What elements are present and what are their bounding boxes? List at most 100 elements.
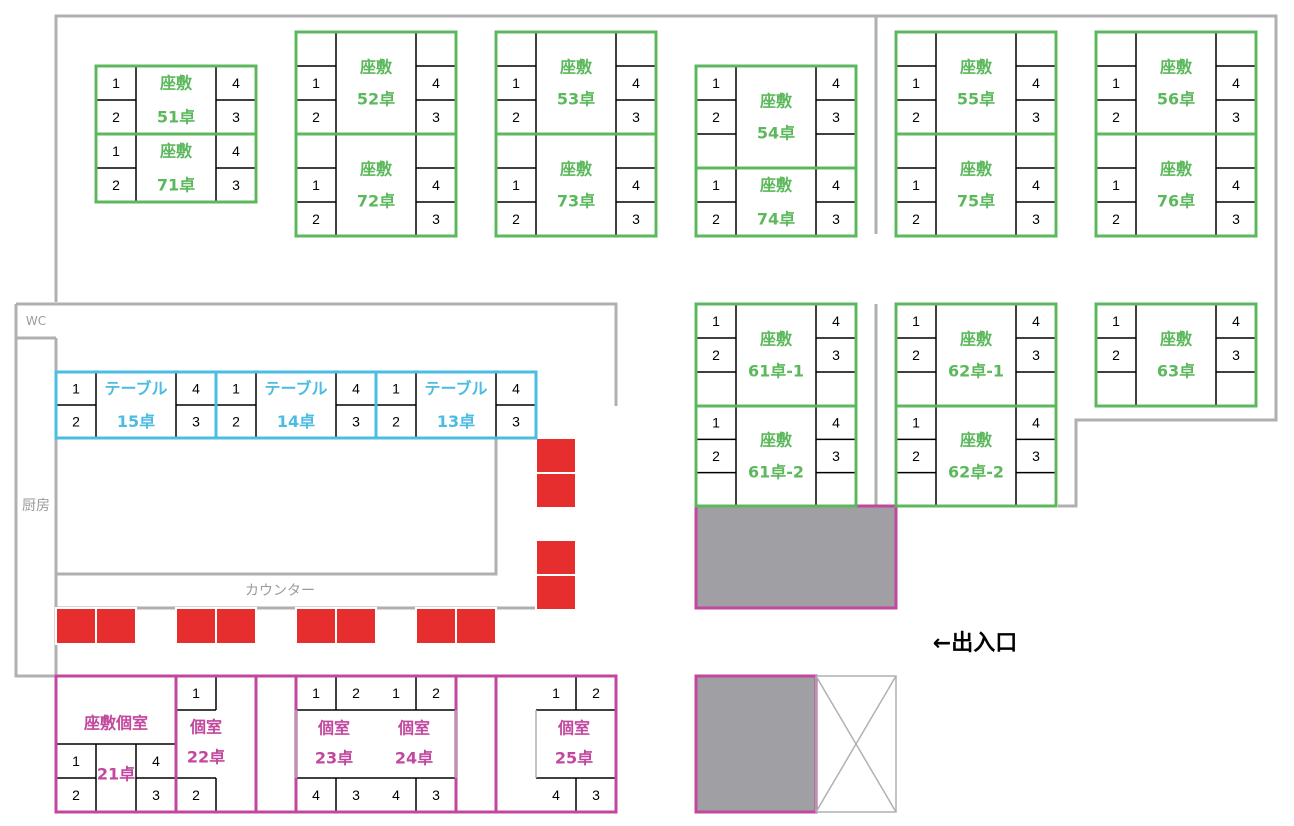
seat-number[interactable]: 1 [72, 381, 80, 397]
seat-number[interactable]: 1 [712, 313, 720, 329]
seat-number[interactable]: 2 [912, 448, 920, 464]
seat-number[interactable]: 4 [1032, 313, 1040, 329]
seat-number[interactable]: 3 [632, 211, 640, 227]
seat-number[interactable]: 2 [112, 177, 120, 193]
seat-number[interactable]: 4 [1032, 75, 1040, 91]
seat-number[interactable]: 3 [832, 211, 840, 227]
seat-number[interactable]: 1 [912, 313, 920, 329]
seat-number[interactable]: 3 [232, 109, 240, 125]
counter-seat[interactable] [415, 607, 457, 645]
seat-number[interactable]: 4 [832, 75, 840, 91]
seat-number[interactable]: 4 [232, 143, 240, 159]
seat-number[interactable]: 2 [1112, 211, 1120, 227]
seat-number[interactable]: 3 [832, 347, 840, 363]
counter-seat[interactable] [535, 539, 577, 576]
seat-number[interactable]: 3 [1032, 109, 1040, 125]
seat-number[interactable]: 3 [592, 787, 600, 803]
seat-number[interactable]: 4 [312, 787, 320, 803]
seat-number[interactable]: 2 [1112, 347, 1120, 363]
seat-number[interactable]: 2 [712, 448, 720, 464]
seat-number[interactable]: 1 [392, 685, 400, 701]
seat-number[interactable]: 1 [232, 381, 240, 397]
seat-number[interactable]: 3 [352, 414, 360, 430]
seat-number[interactable]: 3 [1032, 211, 1040, 227]
seat-number[interactable]: 3 [512, 414, 520, 430]
seat-number[interactable]: 1 [392, 381, 400, 397]
seat-number[interactable]: 2 [72, 787, 80, 803]
seat-number[interactable]: 4 [1232, 75, 1240, 91]
seat-number[interactable]: 4 [432, 177, 440, 193]
seat-number[interactable]: 2 [72, 414, 80, 430]
seat-number[interactable]: 4 [432, 75, 440, 91]
seat-number[interactable]: 4 [1032, 415, 1040, 431]
counter-seat[interactable] [535, 574, 577, 611]
seat-number[interactable]: 2 [912, 211, 920, 227]
seat-number[interactable]: 4 [832, 177, 840, 193]
seat-number[interactable]: 4 [832, 313, 840, 329]
seat-number[interactable]: 2 [232, 414, 240, 430]
seat-number[interactable]: 3 [632, 109, 640, 125]
seat-number[interactable]: 1 [712, 75, 720, 91]
seat-number[interactable]: 3 [832, 448, 840, 464]
seat-number[interactable]: 3 [352, 787, 360, 803]
seat-number[interactable]: 2 [912, 109, 920, 125]
counter-seat[interactable] [455, 607, 497, 645]
counter-seat[interactable] [295, 607, 337, 645]
seat-number[interactable]: 2 [312, 109, 320, 125]
seat-number[interactable]: 1 [912, 177, 920, 193]
seat-number[interactable]: 2 [712, 347, 720, 363]
counter-seat[interactable] [95, 607, 137, 645]
seat-number[interactable]: 2 [432, 685, 440, 701]
seat-number[interactable]: 1 [712, 177, 720, 193]
seat-number[interactable]: 3 [1032, 448, 1040, 464]
counter-seat[interactable] [335, 607, 377, 645]
seat-number[interactable]: 1 [112, 75, 120, 91]
seat-number[interactable]: 2 [712, 109, 720, 125]
seat-number[interactable]: 1 [192, 685, 200, 701]
counter-seat[interactable] [175, 607, 217, 645]
seat-number[interactable]: 2 [592, 685, 600, 701]
seat-number[interactable]: 4 [552, 787, 560, 803]
seat-number[interactable]: 1 [512, 177, 520, 193]
seat-number[interactable]: 3 [1232, 109, 1240, 125]
seat-number[interactable]: 4 [352, 381, 360, 397]
seat-number[interactable]: 4 [392, 787, 400, 803]
seat-number[interactable]: 3 [432, 211, 440, 227]
seat-number[interactable]: 4 [152, 753, 160, 769]
seat-number[interactable]: 3 [1232, 211, 1240, 227]
seat-number[interactable]: 2 [512, 109, 520, 125]
counter-seat[interactable] [535, 472, 577, 509]
seat-number[interactable]: 3 [1032, 347, 1040, 363]
counter-seat[interactable] [535, 437, 577, 474]
seat-number[interactable]: 1 [1112, 75, 1120, 91]
seat-number[interactable]: 2 [312, 211, 320, 227]
seat-number[interactable]: 1 [512, 75, 520, 91]
seat-number[interactable]: 1 [312, 75, 320, 91]
seat-number[interactable]: 3 [432, 787, 440, 803]
counter-seat[interactable] [215, 607, 257, 645]
seat-number[interactable]: 1 [912, 75, 920, 91]
seat-number[interactable]: 1 [1112, 313, 1120, 329]
seat-number[interactable]: 1 [1112, 177, 1120, 193]
seat-number[interactable]: 2 [1112, 109, 1120, 125]
seat-number[interactable]: 2 [912, 347, 920, 363]
seat-number[interactable]: 4 [632, 177, 640, 193]
seat-number[interactable]: 3 [152, 787, 160, 803]
